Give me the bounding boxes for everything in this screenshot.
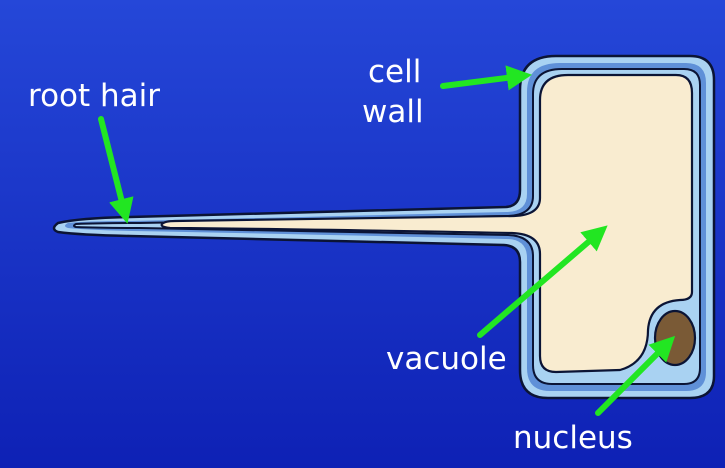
vacuole-arrow xyxy=(477,225,608,338)
cell-wall-label-line2: wall xyxy=(362,94,424,130)
nucleus-arrow xyxy=(595,335,676,416)
vacuole xyxy=(160,73,694,374)
nucleus-label: nucleus xyxy=(513,420,633,456)
nucleus xyxy=(653,309,697,367)
root-hair-label: root hair xyxy=(28,78,161,114)
root-hair-arrow xyxy=(98,116,134,224)
cell-wall-arrow xyxy=(440,65,533,91)
vacuole-label: vacuole xyxy=(386,341,507,377)
cell-wall-label-line1: cell xyxy=(368,54,422,90)
